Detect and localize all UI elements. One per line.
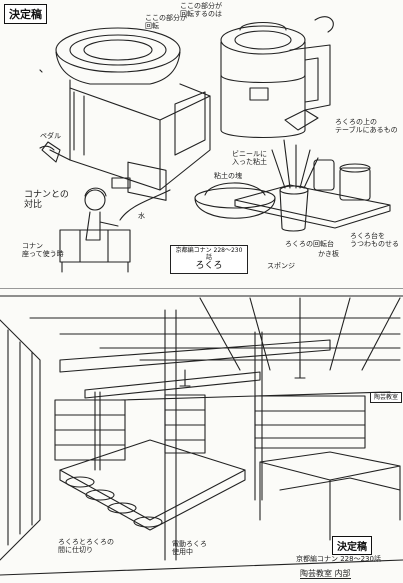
label-wheel-top: ここの部分が 回転 <box>145 14 187 30</box>
label-tool-note3: ろくろ台を うつわものせる <box>350 232 399 248</box>
top-caption-box: 京都編コナン 228〜230話 ろくろ <box>170 245 248 274</box>
scene-title: 陶芸教室 内部 <box>300 569 351 579</box>
note-center: 電動ろくろ 使用中 <box>172 540 207 556</box>
label-pedal: ペダル <box>40 132 61 140</box>
top-caption-line2: ろくろ <box>195 261 223 271</box>
bottom-stamp: 決定稿 <box>332 536 372 555</box>
bottom-caption: 京都編コナン 228〜230話 <box>296 555 381 563</box>
label-sponge: スポンジ <box>267 262 295 270</box>
section-divider <box>0 288 403 289</box>
conan-scale-figure <box>59 187 131 273</box>
label-water: 水 <box>138 212 145 220</box>
note-left: ろくろとろくろの 間に仕切り <box>58 538 114 554</box>
label-clay-bag: ビニールに 入った粘土 <box>232 150 267 166</box>
tool-table-drawing <box>194 139 391 232</box>
pottery-wheel-left-drawing <box>39 27 211 221</box>
label-tool-note2: かき板 <box>318 250 339 258</box>
top-caption-line1: 京都編コナン 228〜230話 <box>175 247 243 261</box>
label-wheel-right-top: ここの部分が 回転するのは <box>180 2 222 18</box>
label-conan-note: コナン 座って使う時 <box>22 242 64 258</box>
pottery-wheel-right-drawing <box>220 16 334 138</box>
label-kneading: 粘土の塊 <box>214 172 242 180</box>
sign-board: 陶芸教室 <box>370 392 403 403</box>
label-tools-right: ろくろの上の テーブルにあるもの <box>335 118 398 134</box>
label-tool-note1: ろくろの回転台 <box>285 240 334 248</box>
label-conan-scale: コナンとの 対比 <box>24 190 69 210</box>
top-stamp: 決定稿 <box>4 4 47 24</box>
classroom-perspective-drawing <box>0 295 403 576</box>
